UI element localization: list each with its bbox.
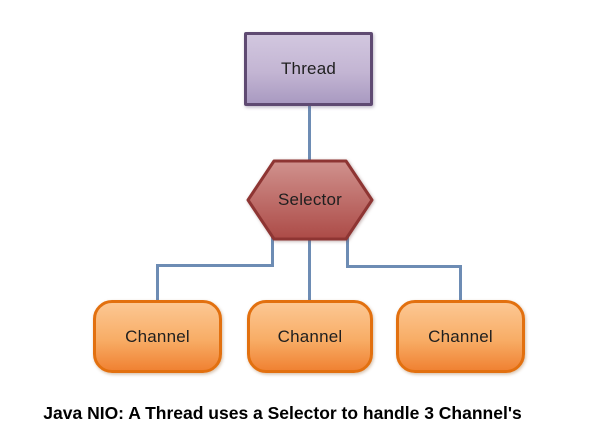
node-channel-1: Channel bbox=[93, 300, 222, 373]
connector-selector-channel3-segment bbox=[459, 265, 462, 302]
node-channel-label: Channel bbox=[277, 326, 343, 346]
connector-selector-channel1-segment bbox=[271, 228, 274, 267]
connector-selector-channel3-segment bbox=[346, 265, 462, 268]
node-thread: Thread bbox=[244, 32, 373, 106]
node-selector-label: Selector bbox=[278, 190, 342, 209]
connector-thread-selector bbox=[308, 104, 311, 162]
node-selector: Selector bbox=[246, 159, 374, 241]
node-thread-label: Thread bbox=[280, 59, 337, 78]
diagram-caption: Java NIO: A Thread uses a Selector to ha… bbox=[43, 403, 522, 423]
connector-selector-channel1-segment bbox=[156, 264, 159, 302]
node-channel-label: Channel bbox=[125, 326, 190, 346]
connector-selector-channel3-segment bbox=[346, 228, 349, 268]
hexagon-shape-icon bbox=[246, 159, 374, 241]
connector-selector-channel2 bbox=[308, 228, 311, 302]
node-channel-3: Channel bbox=[396, 300, 525, 373]
hexagon-polygon bbox=[246, 159, 374, 241]
connector-selector-channel1-segment bbox=[156, 264, 274, 267]
node-channel-label: Channel bbox=[428, 326, 493, 346]
node-channel-2: Channel bbox=[247, 300, 373, 373]
